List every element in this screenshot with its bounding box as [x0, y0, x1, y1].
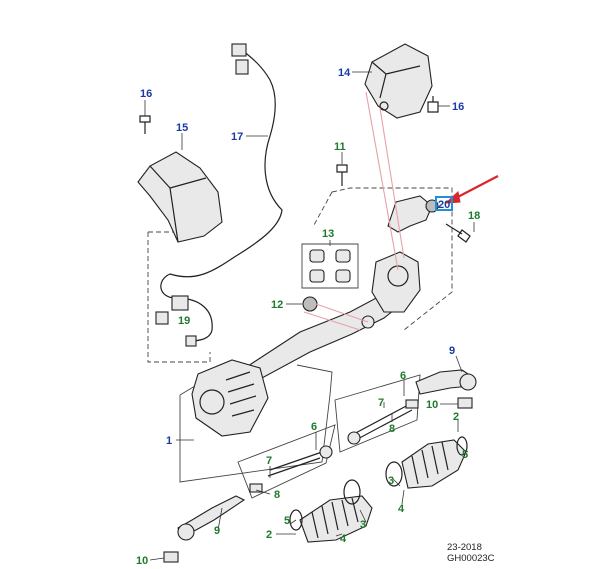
- callout-2-right: 2: [453, 411, 459, 423]
- power-steering-motor: [191, 359, 269, 437]
- callout-16-left: 16: [140, 88, 152, 100]
- pinion-flange: [387, 265, 409, 287]
- callout-19: 19: [178, 315, 190, 327]
- right-tie-rod-box: [334, 374, 421, 453]
- ball-joint-9-left: [177, 523, 195, 541]
- connector-19: [171, 295, 189, 311]
- callout-16-right: 16: [452, 101, 464, 113]
- highlight-arrow: [451, 175, 499, 201]
- pink-leader-12b: [303, 311, 361, 331]
- mount-bracket-20: [387, 195, 433, 233]
- drawing-code: GH00023C: [447, 553, 495, 564]
- callout-1: 1: [166, 435, 172, 447]
- callout-8-left: 8: [274, 489, 280, 501]
- callout-7-left: 7: [266, 455, 272, 467]
- callout-12: 12: [271, 299, 283, 311]
- clamp-5-left: [289, 509, 303, 531]
- heat-shield-14: [364, 43, 433, 119]
- heat-shield-14-fold: [371, 61, 421, 99]
- clamp-5-right: [456, 436, 468, 456]
- pink-leader-14: [365, 91, 399, 271]
- bolt-18: [445, 223, 471, 243]
- callout-10-right: 10: [426, 399, 438, 411]
- callout-3-right: 3: [388, 475, 394, 487]
- connector-19-b: [155, 311, 169, 325]
- nut-10-left: [163, 551, 179, 563]
- inner-tie-rod-7-left: [267, 451, 323, 477]
- connector-17-top: [231, 43, 247, 57]
- connector-19-c: [185, 335, 197, 347]
- callout-3-left: 3: [360, 519, 366, 531]
- bushing-12: [302, 296, 318, 312]
- callout-9-left: 9: [214, 525, 220, 537]
- callout-5-right: 5: [462, 449, 468, 461]
- callout-9-right: 9: [449, 345, 455, 357]
- callout-11: 11: [334, 141, 346, 153]
- tie-rod-joint-left: [319, 445, 333, 459]
- callout-4-left: 4: [340, 533, 347, 545]
- locknut-8-left: [249, 483, 263, 493]
- bellows-boot-4-left: [299, 495, 373, 543]
- leader-lines: [144, 71, 475, 561]
- bolt-16-right: [427, 96, 439, 113]
- bolt-11: [336, 164, 348, 186]
- heat-shield-15: [137, 151, 223, 243]
- bolt-16-left: [139, 115, 151, 134]
- locknut-8-right: [405, 399, 419, 409]
- callout-14: 14: [338, 67, 351, 79]
- motor-end-cap: [199, 389, 225, 415]
- nut-10-right: [457, 397, 473, 409]
- callout-4-right: 4: [398, 503, 405, 515]
- heat-shield-15-rib: [149, 165, 207, 243]
- bushings-13: [309, 249, 351, 283]
- connector-17-mid: [235, 59, 249, 75]
- callout-17: 17: [231, 131, 243, 143]
- clamp-3-right: [385, 461, 403, 487]
- bellows-boot-4-right: [401, 439, 467, 489]
- callout-5-left: 5: [284, 515, 290, 527]
- callout-6-right: 6: [400, 370, 406, 382]
- left-tie-rod-box: [237, 424, 336, 499]
- ball-joint-9-right: [459, 373, 477, 391]
- wiring-group-dashed-box: [147, 231, 211, 363]
- motor-fins: [225, 371, 257, 417]
- clamp-3-left: [343, 479, 361, 505]
- pink-leader-12: [315, 303, 369, 323]
- highlight-box-20: [435, 196, 453, 211]
- tie-rod-joint-right: [347, 431, 361, 445]
- callout-6-left: 6: [311, 421, 317, 433]
- callout-13: 13: [322, 228, 334, 240]
- callout-15: 15: [176, 122, 188, 134]
- heat-shield-14-hole: [379, 101, 389, 111]
- callout-8-right: 8: [389, 423, 395, 435]
- callout-7-right: 7: [378, 397, 384, 409]
- callout-2-left: 2: [266, 529, 272, 541]
- pink-leader-14b: [379, 107, 405, 259]
- wiring-harness-17: [160, 49, 283, 299]
- steering-gear-dashed-box: [313, 187, 453, 331]
- bushings-13-box: [301, 243, 359, 289]
- drawing-reference: 23-2018 GH00023C: [447, 542, 495, 564]
- callout-18: 18: [468, 210, 480, 222]
- date-code: 23-2018: [447, 542, 482, 553]
- inner-tie-rod-7-right: [349, 403, 413, 443]
- callout-20: 20: [438, 199, 450, 211]
- callout-10-left: 10: [136, 555, 148, 567]
